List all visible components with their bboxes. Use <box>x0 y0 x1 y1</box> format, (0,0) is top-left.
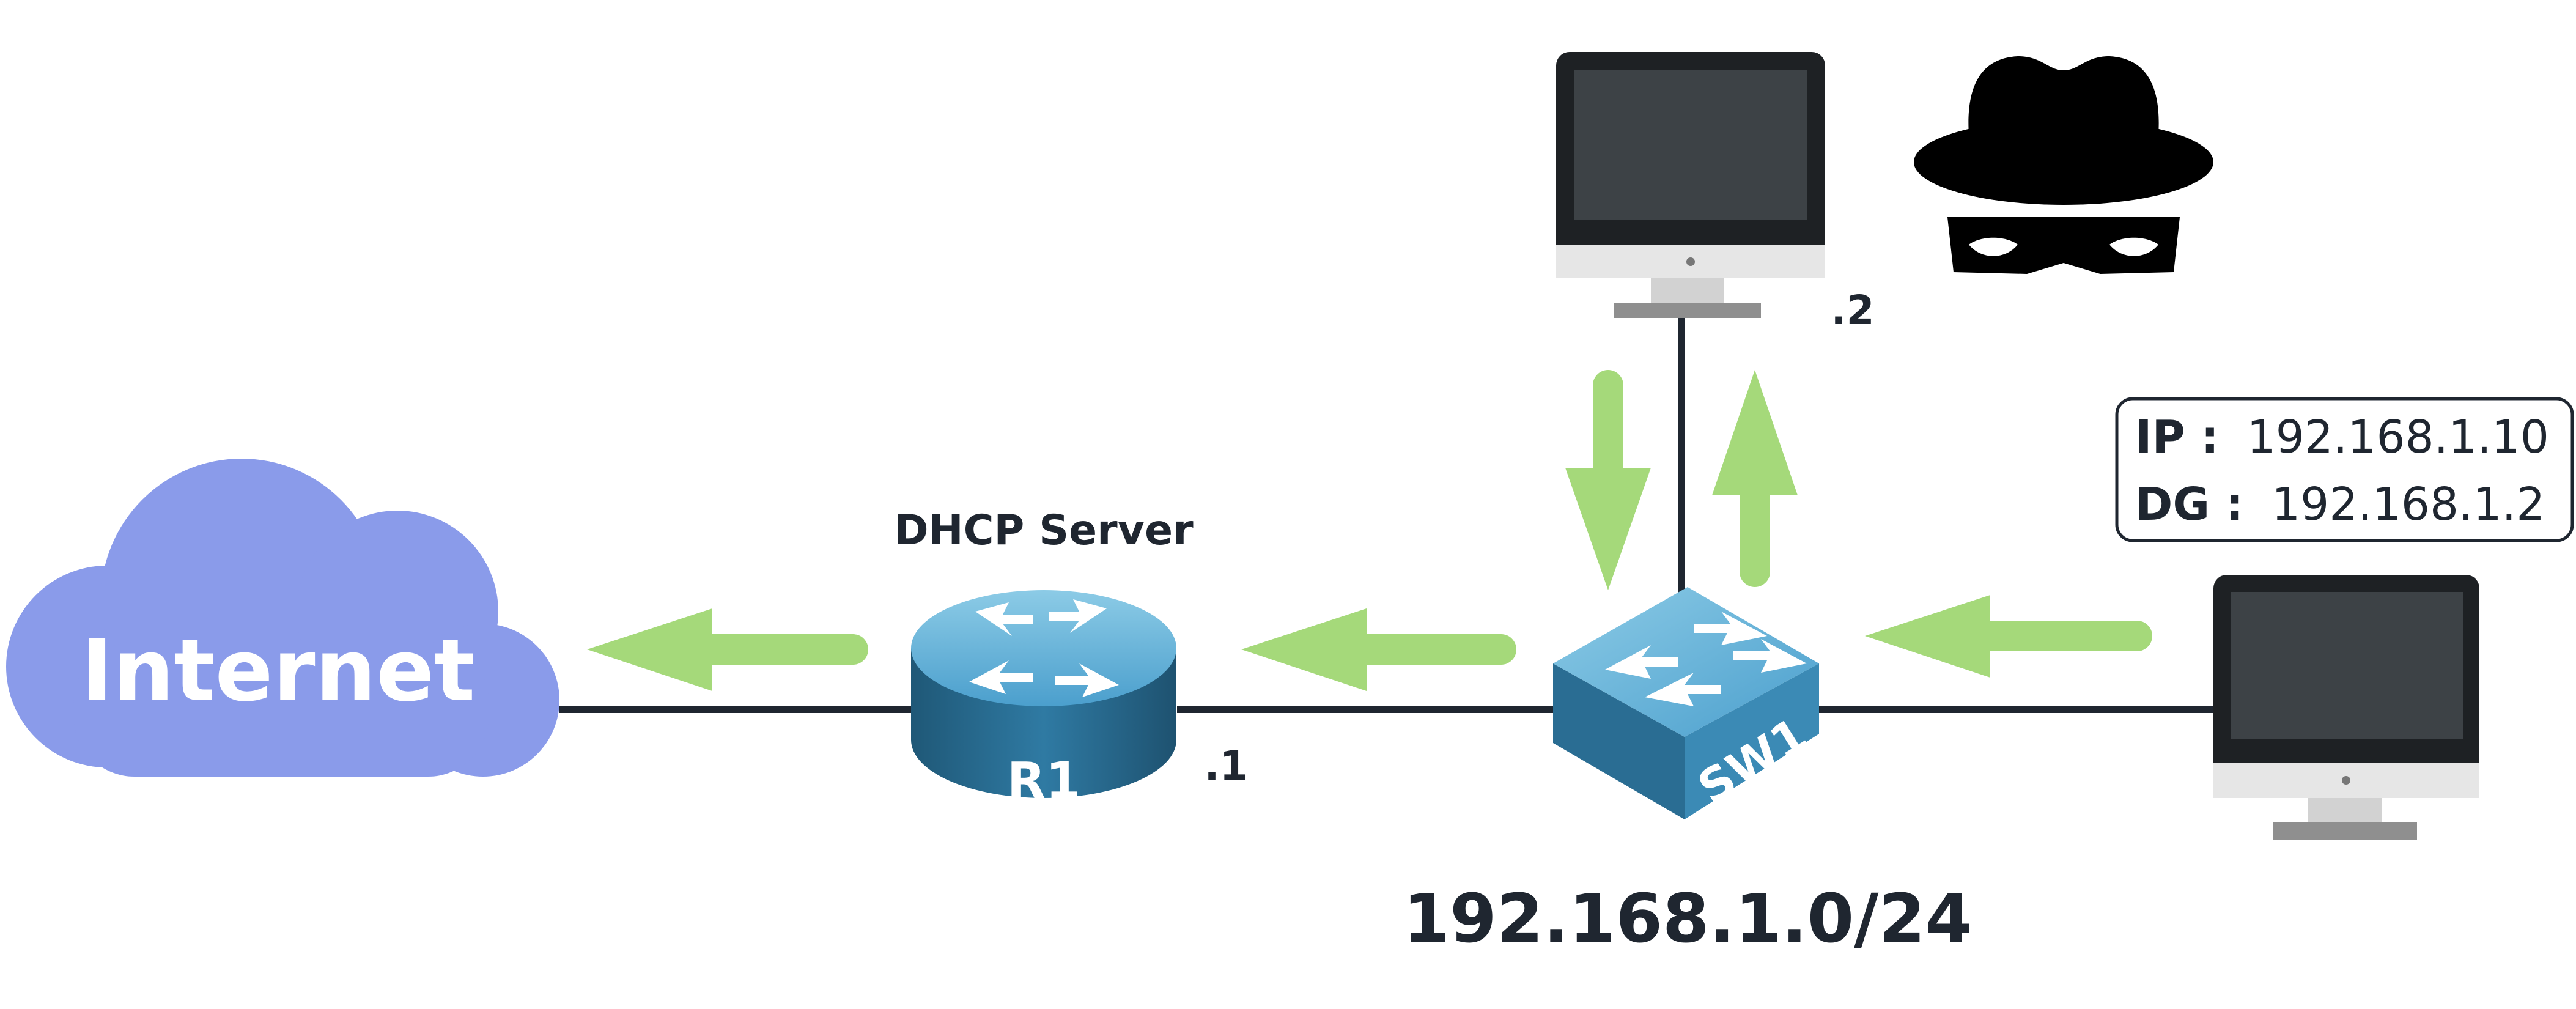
spy-hacker-icon <box>1914 56 2213 274</box>
arrow-down-to-sw1 <box>1565 370 1651 590</box>
client-dg-label: DG : <box>2135 478 2244 531</box>
traffic-arrows <box>587 370 2152 691</box>
internet-label: Internet <box>81 621 475 721</box>
router-ip-suffix: .1 <box>1205 742 1248 789</box>
client-info-box: IP : 192.168.1.10 DG : 192.168.1.2 <box>2115 397 2574 542</box>
client-ip-row: IP : 192.168.1.10 <box>2135 411 2549 464</box>
arrow-left-to-r1 <box>1241 608 1516 691</box>
switch-arrows-icon <box>1605 612 1807 706</box>
links <box>559 318 2213 713</box>
network-label: 192.168.1.0/24 <box>1403 879 1973 958</box>
switch-sw1: SW1 <box>1553 587 1819 819</box>
client-computer <box>2213 575 2479 840</box>
router-arrows-icon <box>969 599 1119 697</box>
client-ip-label: IP : <box>2135 411 2219 464</box>
attacker-computer <box>1556 52 1825 318</box>
client-ip-value: 192.168.1.10 <box>2247 411 2549 464</box>
router-r1: R1 <box>911 590 1176 810</box>
internet-cloud: Internet <box>6 459 559 777</box>
router-label: R1 <box>1007 752 1080 810</box>
client-dg-row: DG : 192.168.1.2 <box>2135 478 2545 531</box>
arrow-left-to-sw1 <box>1865 595 2152 678</box>
client-dg-value: 192.168.1.2 <box>2272 478 2545 531</box>
attacker-ip-suffix: .2 <box>1831 287 1875 334</box>
dhcp-server-label: DHCP Server <box>894 506 1194 555</box>
arrow-left-to-internet <box>587 608 868 691</box>
arrow-up-to-attacker <box>1712 370 1798 587</box>
